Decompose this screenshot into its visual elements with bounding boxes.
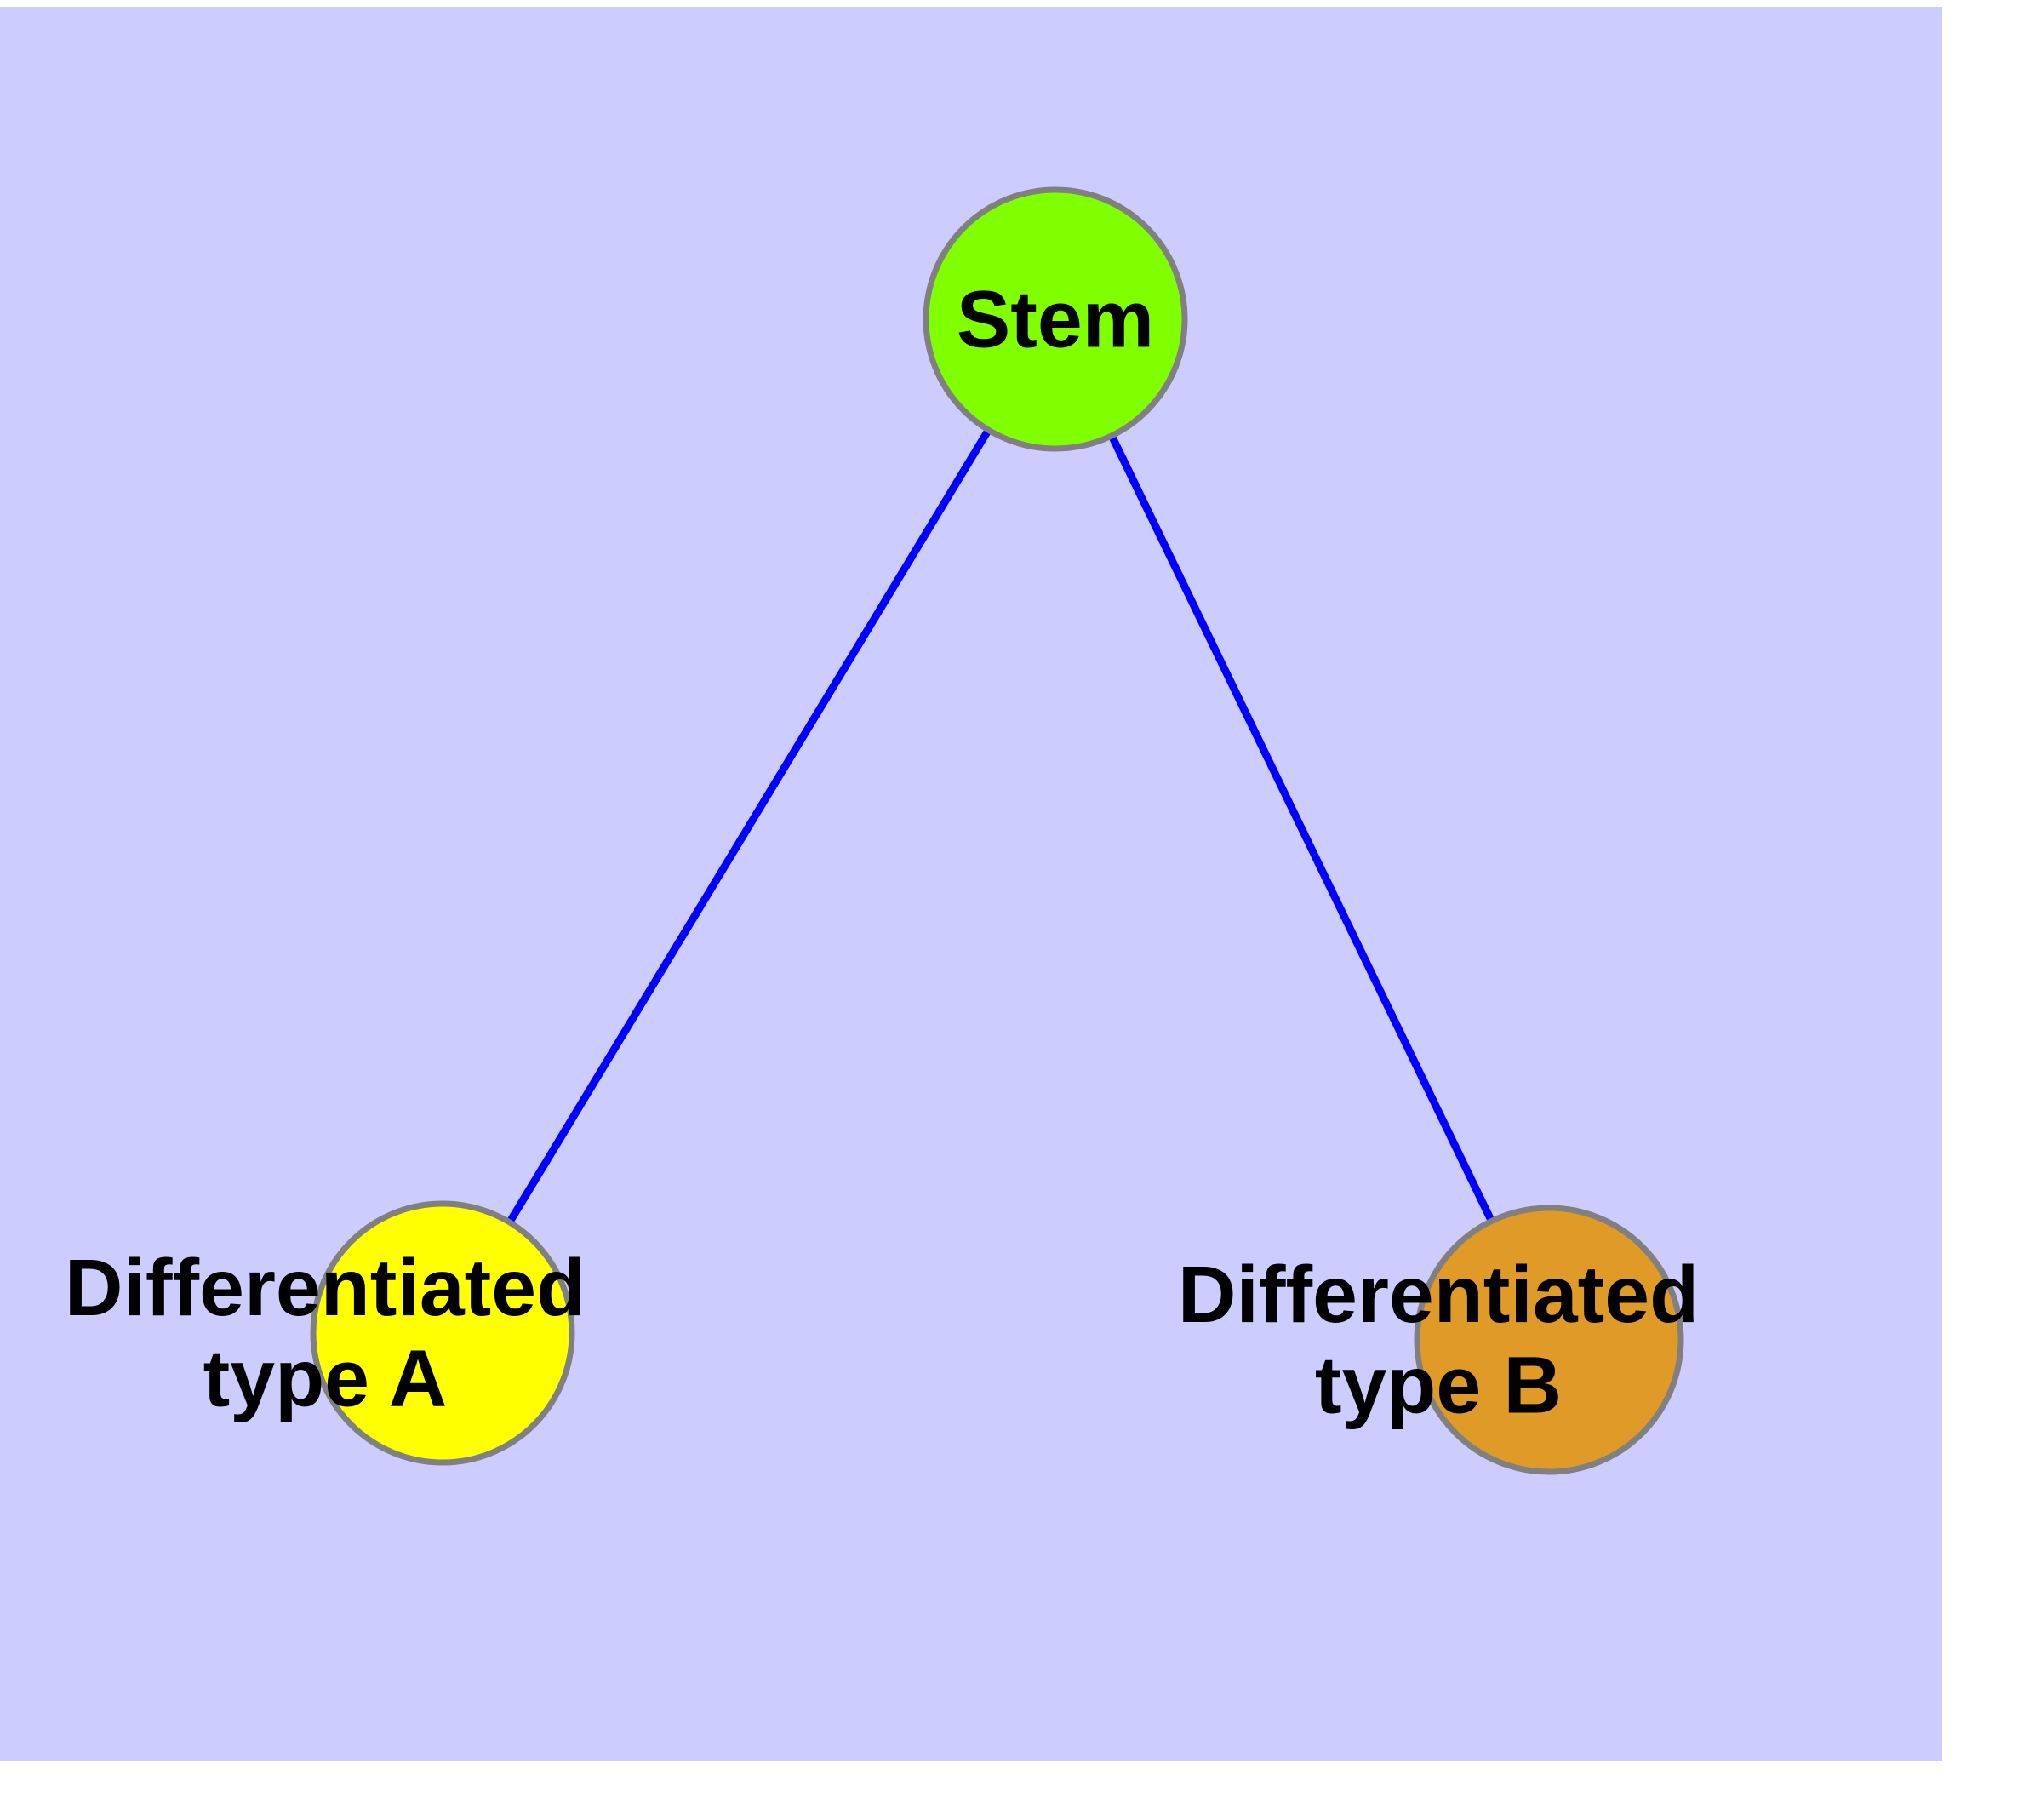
edge-stem-to-diff-a[interactable] [506,427,992,1225]
node-label-line: type A [203,1334,448,1424]
node-stem-label: Stem [957,274,1154,364]
node-label-line: Differentiated [65,1243,586,1333]
node-label-line: Differentiated [1178,1250,1699,1340]
node-stem[interactable]: Stem [923,186,1188,452]
edge-stem-to-diff-b[interactable] [1108,433,1495,1223]
node-diff-a-circle[interactable] [310,1200,575,1466]
edge-layer [506,427,1495,1225]
node-label-line: Stem [957,274,1154,364]
node-diff-b-circle[interactable] [1414,1205,1684,1475]
node-label-line: type B [1315,1341,1562,1431]
node-stem-circle[interactable] [923,186,1188,452]
